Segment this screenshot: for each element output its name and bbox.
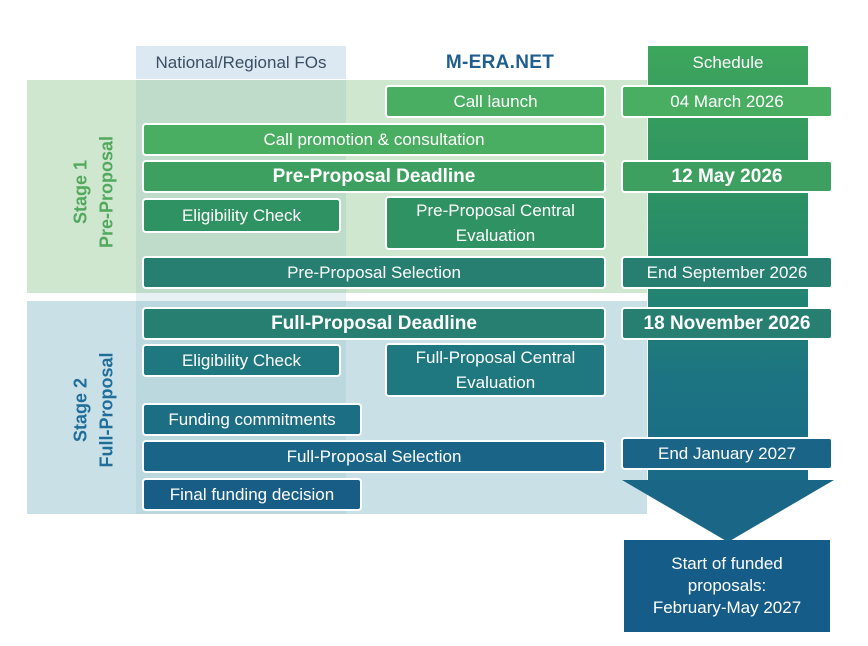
stage2-title: Stage 2 xyxy=(70,377,91,443)
national-fos-header: National/Regional FOs xyxy=(155,52,327,72)
final-funding-decision-box: Final funding decision xyxy=(142,478,362,511)
stage1-title: Stage 1 xyxy=(70,159,91,225)
pre-central-evaluation-box: Pre-Proposal Central Evaluation xyxy=(385,196,606,250)
pre-deadline-date-box: 12 May 2026 xyxy=(621,160,833,193)
call-promotion-box: Call promotion & consultation xyxy=(142,123,606,156)
full-central-evaluation-box: Full-Proposal Central Evaluation xyxy=(385,343,606,397)
funding-commitments-box: Funding commitments xyxy=(142,403,362,436)
schedule-header: Schedule xyxy=(692,52,764,72)
national-column-header-bg xyxy=(136,46,346,79)
stage1-subtitle: Pre-Proposal xyxy=(96,135,117,249)
mera-net-header: M-ERA.NET xyxy=(445,52,555,73)
pre-selection-date-box: End September 2026 xyxy=(621,256,833,289)
full-proposal-selection-box: Full-Proposal Selection xyxy=(142,440,606,473)
pre-proposal-selection-box: Pre-Proposal Selection xyxy=(142,256,606,289)
stage2-subtitle: Full-Proposal xyxy=(96,352,117,468)
full-selection-date-box: End January 2027 xyxy=(621,437,833,470)
schedule-arrow-icon xyxy=(622,480,834,542)
call-launch-box: Call launch xyxy=(385,85,606,118)
full-proposal-deadline-box: Full-Proposal Deadline xyxy=(142,307,606,340)
pre-proposal-deadline-box: Pre-Proposal Deadline xyxy=(142,160,606,193)
full-deadline-date-box: 18 November 2026 xyxy=(621,307,833,340)
full-eligibility-check-box: Eligibility Check xyxy=(142,344,341,377)
stage2-label: Stage 2 Full-Proposal xyxy=(64,304,124,517)
start-funded-proposals-box: Start of funded proposals: February-May … xyxy=(624,540,830,632)
pre-eligibility-check-box: Eligibility Check xyxy=(142,198,341,233)
stage1-label: Stage 1 Pre-Proposal xyxy=(64,86,124,299)
call-launch-date-box: 04 March 2026 xyxy=(621,85,833,118)
